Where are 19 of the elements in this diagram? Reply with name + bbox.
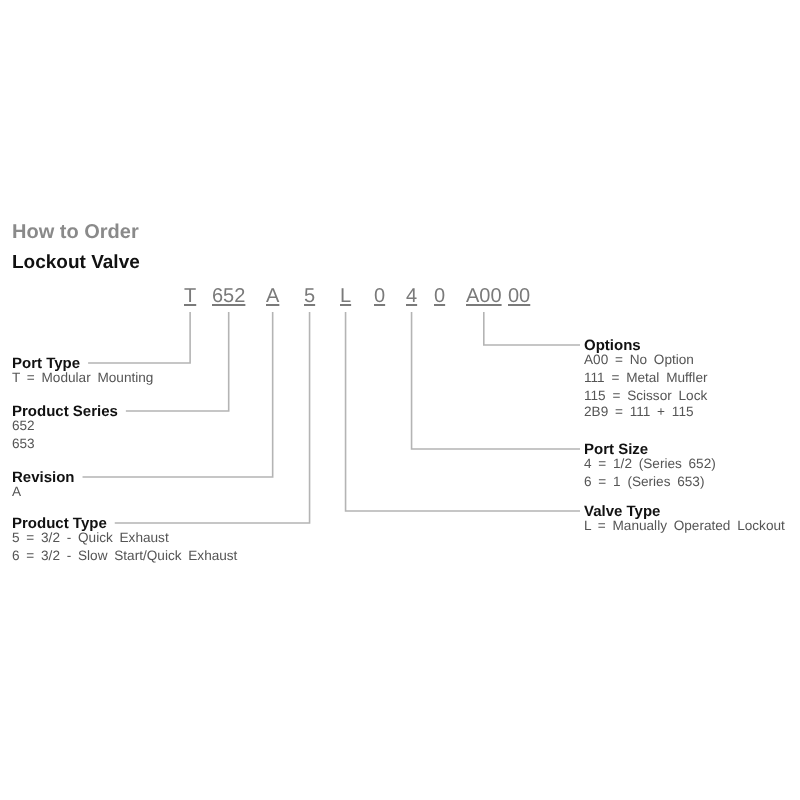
order-code-label: 4: [406, 286, 418, 310]
leader-line: [344, 311, 581, 512]
order-code-label: A00: [466, 286, 502, 310]
order-code-label: 0: [374, 286, 386, 310]
leader-line: [483, 311, 581, 346]
leader-line: [81, 311, 274, 478]
order-code-label: 0: [434, 286, 446, 310]
order-code-label: 5: [304, 286, 316, 310]
order-code-label: A: [266, 286, 280, 310]
leader-line: [87, 311, 191, 364]
heading: How to Order: [12, 222, 139, 244]
leader-line: [410, 311, 581, 450]
order-code-label: T: [184, 286, 197, 310]
subheading: Lockout Valve: [12, 252, 140, 274]
order-code-label: 00: [508, 286, 531, 310]
order-code-label: 652: [212, 286, 246, 310]
order-code-label: L: [340, 286, 352, 310]
leader-line: [113, 311, 311, 524]
leader-line: [125, 311, 230, 412]
